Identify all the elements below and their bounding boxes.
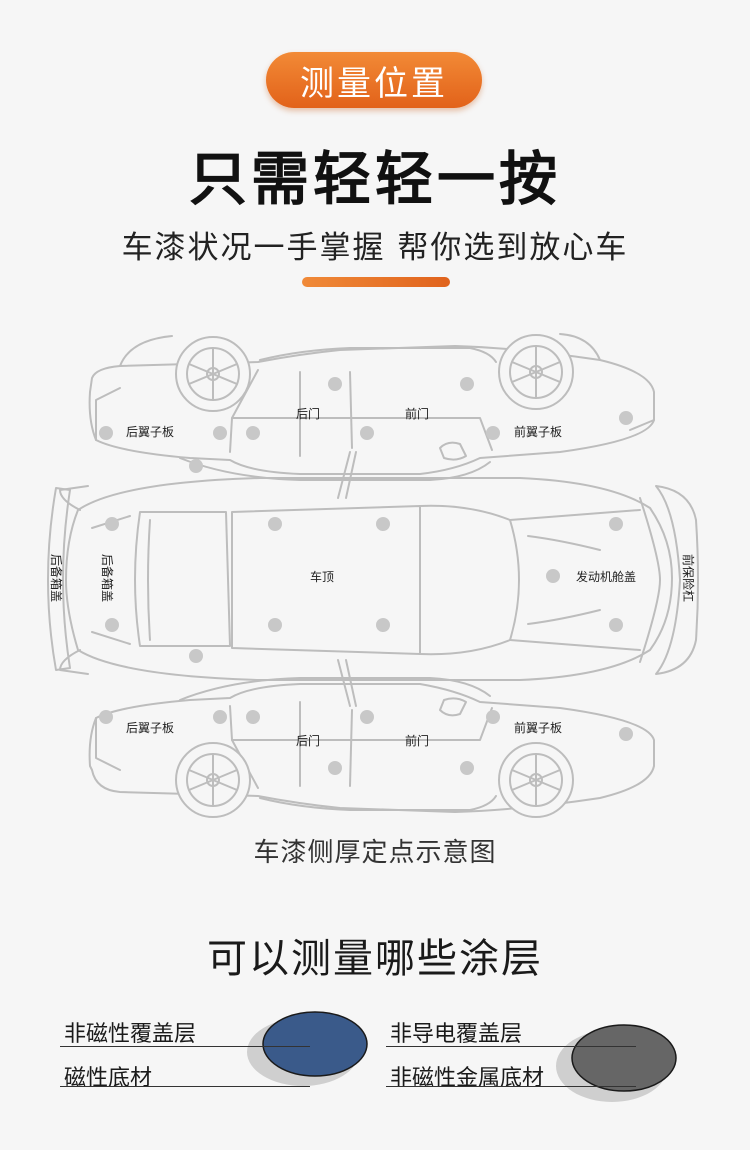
subheadline: 车漆状况一手掌握 帮你选到放心车 <box>121 230 629 266</box>
section-badge: 测量位置 <box>266 52 482 108</box>
label-bottom-rear-fender: 后翼子板 <box>126 721 174 735</box>
label-front-bumper: 前保险杠 <box>681 554 696 602</box>
coating-right-bottom-line <box>386 1086 636 1087</box>
label-bottom-front-fender: 前翼子板 <box>514 720 562 735</box>
label-bottom-front-door: 前门 <box>405 733 429 748</box>
diagram-caption: 车漆侧厚定点示意图 <box>253 838 497 868</box>
top-down-view <box>47 477 699 681</box>
coating-left-top-line <box>60 1046 310 1047</box>
headline: 只需轻轻一按 <box>188 145 561 213</box>
label-bottom-rear-door: 后门 <box>296 733 320 748</box>
top-wheels <box>175 334 574 412</box>
coating-right-top-line <box>386 1046 636 1047</box>
coating-right-bottom-label: 非磁性金属底材 <box>390 1066 545 1091</box>
label-top-front-door: 前门 <box>405 406 429 421</box>
measurement-points <box>99 377 633 775</box>
label-top-rear-fender: 后翼子板 <box>126 425 174 439</box>
label-top-front-fender: 前翼子板 <box>514 424 562 439</box>
coating-left-top-label: 非磁性覆盖层 <box>64 1022 197 1047</box>
label-rear-bumper: 后备箱盖 <box>49 554 64 602</box>
coatings-title: 可以测量哪些涂层 <box>207 936 543 982</box>
top-side-view <box>88 333 655 499</box>
bottom-side-view <box>88 659 655 813</box>
coating-right-top-label: 非导电覆盖层 <box>390 1022 523 1047</box>
accent-divider <box>302 277 450 287</box>
coating-disc-left <box>247 1011 368 1086</box>
coating-disc-right <box>556 1024 677 1102</box>
coating-left-bottom-label: 磁性底材 <box>64 1066 153 1091</box>
coating-left-bottom-line <box>60 1086 310 1087</box>
label-roof: 车顶 <box>310 569 334 584</box>
label-trunk-lid: 后备箱盖 <box>100 554 115 602</box>
label-top-rear-door: 后门 <box>296 406 320 421</box>
label-hood: 发动机舱盖 <box>576 569 636 584</box>
bottom-wheels <box>175 742 574 818</box>
